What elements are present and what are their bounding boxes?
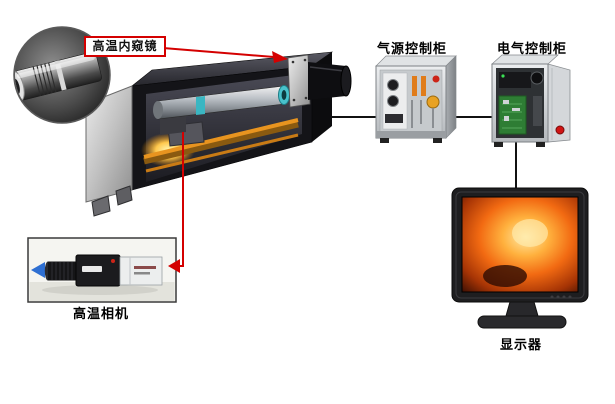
rear-camera-cylinder: [308, 62, 346, 100]
camera-rear-housing: [119, 256, 163, 286]
monitor-neck: [505, 301, 539, 317]
cable-duct: [533, 96, 542, 126]
electric-control-cabinet: [491, 54, 571, 147]
monitor-buttons: [550, 295, 572, 299]
monitor-label: 显示器: [499, 337, 542, 352]
air-control-cabinet: [375, 55, 457, 143]
housing-foot-left: [91, 195, 111, 217]
tube-rear-end: [153, 101, 163, 119]
housing-foot-right: [115, 185, 133, 206]
probe-specular-highlight: [16, 55, 95, 79]
camera-shadow: [42, 285, 158, 295]
air-piping: [411, 100, 434, 128]
camera-housing-marking-1: [134, 266, 156, 269]
guide-rail-2: [145, 133, 299, 173]
camera-housing-marking-2: [134, 272, 150, 275]
tube-cyan-ring: [196, 96, 205, 115]
electric-cabinet-foot-left: [494, 142, 503, 147]
tube-front-lens: [281, 90, 287, 100]
air-cabinet-label: 气源控制柜: [376, 41, 447, 56]
endoscope-label: 高温内窥镜: [84, 36, 166, 57]
screen-dark-blob: [483, 265, 527, 287]
power-led: [501, 74, 505, 78]
valve-handle-2: [421, 76, 426, 96]
pressure-gauge-2: [387, 95, 399, 107]
callout-line-endoscope: [162, 47, 275, 58]
cooling-fan: [530, 71, 544, 85]
pressure-gauge-1: [387, 79, 399, 91]
callout-arrow-camera-icon: [168, 259, 180, 273]
regulator-knob: [426, 95, 440, 109]
monitor-base: [477, 315, 567, 329]
probe-grip-ridges: [32, 62, 57, 96]
endoscope-probe: [15, 51, 102, 102]
air-cabinet-top: [375, 55, 457, 67]
direction-arrow-icon: [31, 262, 45, 278]
mount-flange: [287, 54, 311, 108]
rear-cylinder-highlight: [309, 66, 345, 72]
camera-label: 高温相机: [72, 306, 129, 321]
monitor: [451, 187, 589, 329]
probe-lens: [15, 78, 20, 95]
air-cabinet-foot-right: [433, 138, 442, 143]
rear-cylinder-cap: [340, 65, 352, 97]
callout-lines: [162, 47, 288, 273]
electric-cabinet-foot-right: [536, 142, 545, 147]
flange-bolts: [291, 58, 308, 102]
housing-end-cap: [85, 85, 133, 203]
camera-photo-floor: [29, 282, 175, 301]
guide-rail-base: [143, 120, 299, 165]
pcb-components: [503, 100, 520, 121]
callout-arrow-endoscope-icon: [272, 51, 288, 63]
guide-rail: [143, 118, 299, 159]
screen-bright-spot: [512, 219, 548, 247]
camera-photo-inset: [27, 237, 177, 303]
emergency-stop-button: [555, 125, 565, 135]
air-cabinet-base-strip: [376, 131, 446, 138]
electric-cabinet-label: 电气控制柜: [496, 41, 567, 56]
pcb-traces: [502, 103, 522, 129]
valve-handle-1: [412, 76, 417, 96]
air-cabinet-side: [445, 55, 457, 139]
control-module: [499, 72, 531, 88]
camera-lens-barrel: [48, 261, 76, 281]
red-valve-knob: [432, 75, 440, 83]
air-cabinet-display: [385, 114, 403, 123]
air-cabinet-foot-left: [380, 138, 389, 143]
camera-lens-ridges: [51, 262, 73, 280]
monitor-bezel-highlight: [455, 191, 585, 299]
drive-block: [160, 115, 186, 135]
camera-logo-plate: [82, 266, 102, 272]
camera-indicator-led: [111, 259, 115, 263]
endoscope-housing: [85, 51, 352, 217]
